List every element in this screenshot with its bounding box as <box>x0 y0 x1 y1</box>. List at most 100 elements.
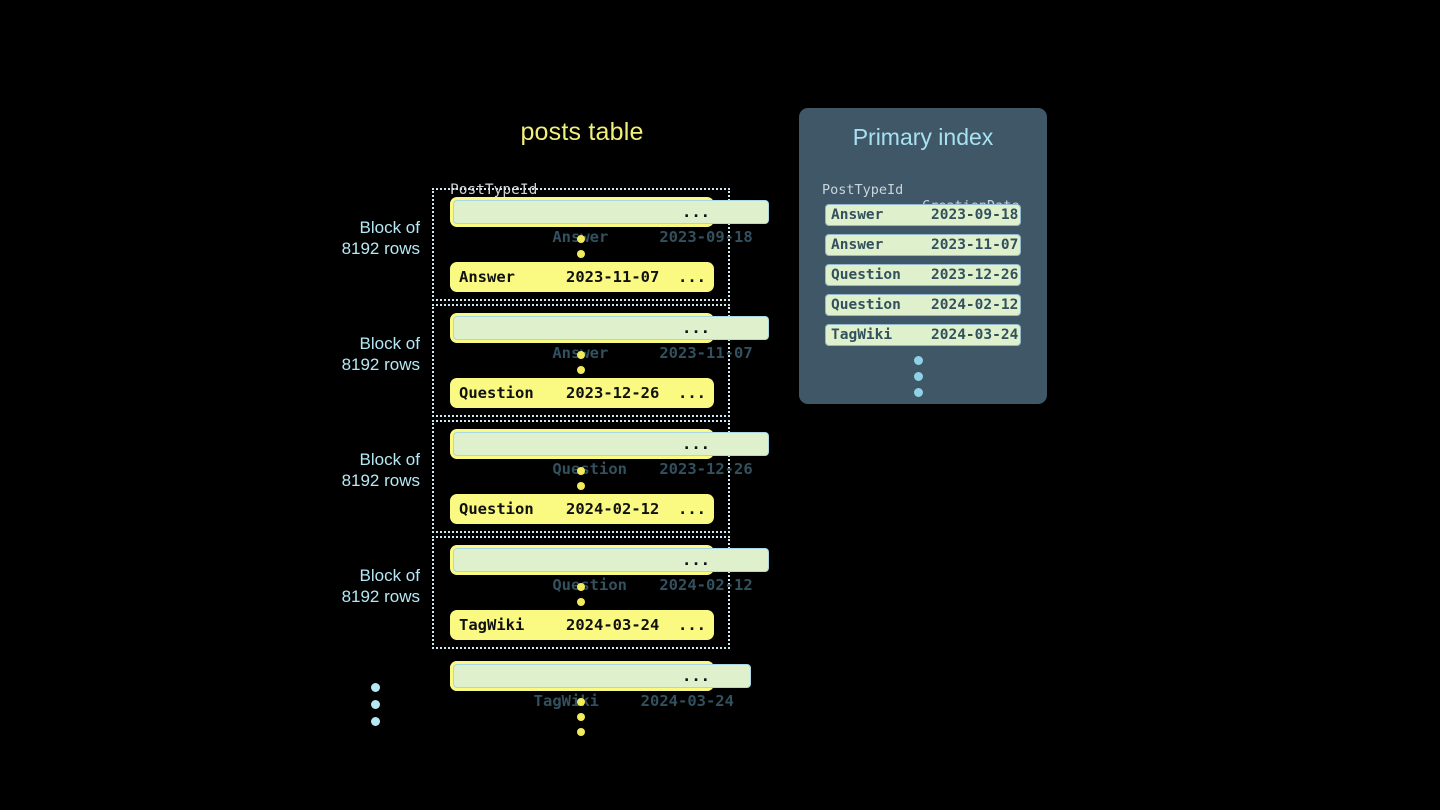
cell-creationdate: 2023-11-07 <box>931 237 1019 253</box>
dot <box>371 717 380 726</box>
block-boundary <box>432 304 730 417</box>
cell-posttypeid: Answer <box>552 341 659 365</box>
primary-index-title: Primary index <box>852 124 994 150</box>
dot <box>577 728 585 736</box>
table-row[interactable]: Answer2023-11-07 ... <box>450 313 770 362</box>
cell-creationdate: 2024-03-24 <box>640 692 734 710</box>
cell-creationdate: 2024-03-24 <box>931 327 1019 343</box>
cell-posttypeid: Answer <box>831 237 884 253</box>
row-text: Answer 2023-11-07... <box>450 262 706 292</box>
index-row[interactable]: Question 2024-02-12 <box>825 294 1021 316</box>
dot <box>577 366 585 374</box>
dot <box>914 388 923 397</box>
cell-creationdate: 2024-03-24 <box>566 616 660 634</box>
blocks-continuation-dots <box>371 683 381 734</box>
cell-creationdate: 2023-11-07 <box>566 268 660 286</box>
cell-creationdate: 2023-12-26 <box>566 384 660 402</box>
block-label-line1: Block of <box>359 218 420 237</box>
cell-posttypeid: Answer <box>552 225 659 249</box>
cell-creationdate: 2023-12-26 <box>659 460 753 478</box>
cell-posttypeid: Question <box>831 297 901 313</box>
cell-posttypeid: TagWiki <box>533 692 599 710</box>
cell-rest: ... <box>682 667 710 685</box>
cell-creationdate: 2023-09-18 <box>659 228 753 246</box>
table-row[interactable]: Answer 2023-11-07... <box>450 262 714 292</box>
block-label: Block of 8192 rows <box>300 333 420 375</box>
cell-rest: ... <box>678 384 706 402</box>
table-row[interactable]: Question 2024-02-12 ... <box>450 545 770 594</box>
primary-index-rows: Answer 2023-09-18 Answer 2023-11-07 Questi… <box>825 204 1021 354</box>
dot <box>577 235 585 243</box>
dot <box>577 250 585 258</box>
trailing-row-body: TagWiki 2024-03-24 ... <box>450 661 751 710</box>
block-group: Block of 8192 rows Question 2024-02-12 ..… <box>300 536 770 651</box>
cell-creationdate: 2024-02-12 <box>659 576 753 594</box>
block-label: Block of 8192 rows <box>300 217 420 259</box>
cell-rest: ... <box>682 435 710 453</box>
cell-posttypeid: Answer <box>459 268 515 286</box>
dot <box>371 683 380 692</box>
block-boundary <box>432 420 730 533</box>
posts-table-title: posts table <box>520 118 644 146</box>
cell-rest: ... <box>678 268 706 286</box>
cell-posttypeid: TagWiki <box>831 327 893 343</box>
cell-posttypeid: Answer <box>831 207 884 223</box>
dot <box>577 583 585 591</box>
block-label-line2: 8192 rows <box>341 355 420 374</box>
index-row[interactable]: Question 2023-12-26 <box>825 264 1021 286</box>
block-label-line2: 8192 rows <box>341 471 420 490</box>
cell-posttypeid: Question <box>459 384 534 402</box>
block-label-line2: 8192 rows <box>341 239 420 258</box>
table-row[interactable]: Answer2023-09-18 ... <box>450 197 770 246</box>
cell-posttypeid: TagWiki <box>459 616 525 634</box>
dot <box>577 713 585 721</box>
block-boundary <box>432 536 730 649</box>
cell-rest: ... <box>682 319 710 337</box>
dot <box>914 356 923 365</box>
primary-index-panel: Primary index PostTypeId CreationDate An… <box>799 108 1047 404</box>
index-row[interactable]: TagWiki 2024-03-24 <box>825 324 1021 346</box>
row-text: TagWiki 2024-03-24... <box>450 610 706 640</box>
cell-creationdate: 2024-02-12 <box>931 297 1019 313</box>
block-label-line1: Block of <box>359 566 420 585</box>
cell-rest: ... <box>682 203 710 221</box>
table-row[interactable]: TagWiki 2024-03-24... <box>450 610 714 640</box>
block-label-line1: Block of <box>359 450 420 469</box>
block-label: Block of 8192 rows <box>300 449 420 491</box>
column-header-posttypeid: PostTypeId <box>822 182 904 198</box>
cell-posttypeid: Question <box>831 267 901 283</box>
dot <box>577 467 585 475</box>
dot <box>577 351 585 359</box>
block-label: Block of 8192 rows <box>300 565 420 607</box>
column-header-posttypeid: PostTypeId <box>450 182 538 198</box>
dot <box>577 698 585 706</box>
block-label-line1: Block of <box>359 334 420 353</box>
table-continuation-dots <box>577 698 587 743</box>
row-highlight-pill: Question 2024-02-12 <box>453 548 770 594</box>
index-continuation-dots <box>914 356 924 404</box>
dot <box>577 598 585 606</box>
row-highlight-pill: TagWiki 2024-03-24 <box>453 664 751 710</box>
table-row[interactable]: TagWiki 2024-03-24 ... <box>450 661 751 710</box>
block-boundary <box>432 188 730 301</box>
dot <box>577 482 585 490</box>
table-row[interactable]: Question 2023-12-26... <box>450 378 714 408</box>
row-text: Question 2023-12-26... <box>450 378 706 408</box>
index-row[interactable]: Answer 2023-11-07 <box>825 234 1021 256</box>
cell-rest: ... <box>678 616 706 634</box>
cell-posttypeid: Question <box>552 576 627 594</box>
cell-creationdate: 2023-09-18 <box>931 207 1019 223</box>
block-label-line2: 8192 rows <box>341 587 420 606</box>
cell-rest: ... <box>682 551 710 569</box>
cell-creationdate: 2023-12-26 <box>931 267 1019 283</box>
index-row[interactable]: Answer 2023-09-18 <box>825 204 1021 226</box>
